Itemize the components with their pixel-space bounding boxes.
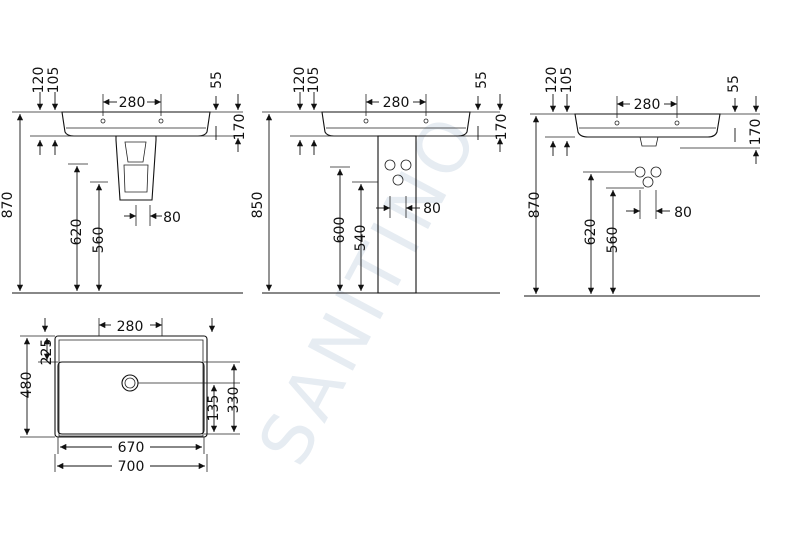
watermark: SANITINO bbox=[243, 99, 496, 478]
dim-rim-offset: 55 bbox=[474, 71, 490, 89]
dim-outer-width: 700 bbox=[118, 459, 145, 475]
drain-icon bbox=[121, 374, 139, 392]
dim-tap-spacing: 280 bbox=[383, 95, 410, 111]
dim-waste-height: 620 bbox=[583, 219, 599, 246]
dim-total-height: 850 bbox=[250, 192, 266, 219]
dim-rim-b: 105 bbox=[306, 67, 322, 94]
view-wall-hung-front: 870 120 105 280 55 170 620 560 bbox=[0, 67, 248, 294]
valve-left-icon bbox=[634, 166, 646, 178]
view-plan-top: 280 480 225 135 330 670 700 bbox=[19, 318, 242, 475]
dim-depth-deck: 225 bbox=[39, 339, 55, 366]
dim-rim-offset: 55 bbox=[209, 71, 225, 89]
dim-total-height: 870 bbox=[527, 192, 543, 219]
dim-tap-spacing: 280 bbox=[117, 319, 144, 335]
pedestal-column bbox=[377, 135, 417, 294]
view-countertop-front: 870 120 105 280 55 170 620 560 bbox=[524, 67, 764, 297]
basin-outline bbox=[61, 111, 211, 137]
dim-waste-height: 620 bbox=[69, 219, 85, 246]
dim-waste-height: 600 bbox=[332, 217, 348, 244]
dim-siphon-height: 560 bbox=[605, 227, 621, 254]
waste-outlet-icon bbox=[642, 176, 654, 188]
dim-siphon-width: 80 bbox=[423, 201, 441, 217]
dim-basin-height: 170 bbox=[494, 114, 510, 141]
dim-bowl-depth: 330 bbox=[226, 387, 242, 414]
dim-rim-a: 120 bbox=[292, 67, 308, 94]
dim-siphon-height: 560 bbox=[91, 227, 107, 254]
dim-rim-offset: 55 bbox=[726, 75, 742, 93]
valve-right-icon bbox=[400, 159, 412, 171]
dim-rim-a: 120 bbox=[31, 67, 47, 94]
bowl-outline bbox=[57, 361, 205, 435]
dim-basin-height: 170 bbox=[232, 114, 248, 141]
dim-depth-total: 480 bbox=[19, 372, 35, 399]
basin-plan-outer bbox=[54, 335, 208, 438]
valve-right-icon bbox=[650, 166, 662, 178]
dim-inner-width: 670 bbox=[118, 440, 145, 456]
siphon-cover bbox=[115, 135, 157, 201]
dim-tap-spacing: 280 bbox=[119, 95, 146, 111]
dim-tap-spacing: 280 bbox=[634, 97, 661, 113]
dim-rim-a: 120 bbox=[544, 67, 560, 94]
valve-left-icon bbox=[384, 159, 396, 171]
view-pedestal-front: 850 120 105 280 55 170 600 540 bbox=[250, 67, 510, 294]
dim-rim-b: 105 bbox=[46, 67, 62, 94]
waste-outlet-icon bbox=[392, 174, 404, 186]
basin-outline bbox=[574, 113, 721, 138]
dim-basin-height: 170 bbox=[748, 119, 764, 146]
dim-siphon-width: 80 bbox=[163, 210, 181, 226]
dim-siphon-width: 80 bbox=[674, 205, 692, 221]
dim-rim-b: 105 bbox=[559, 67, 575, 94]
dim-siphon-height: 540 bbox=[353, 225, 369, 252]
dim-total-height: 870 bbox=[0, 192, 16, 219]
dim-drain-offset: 135 bbox=[206, 395, 222, 422]
